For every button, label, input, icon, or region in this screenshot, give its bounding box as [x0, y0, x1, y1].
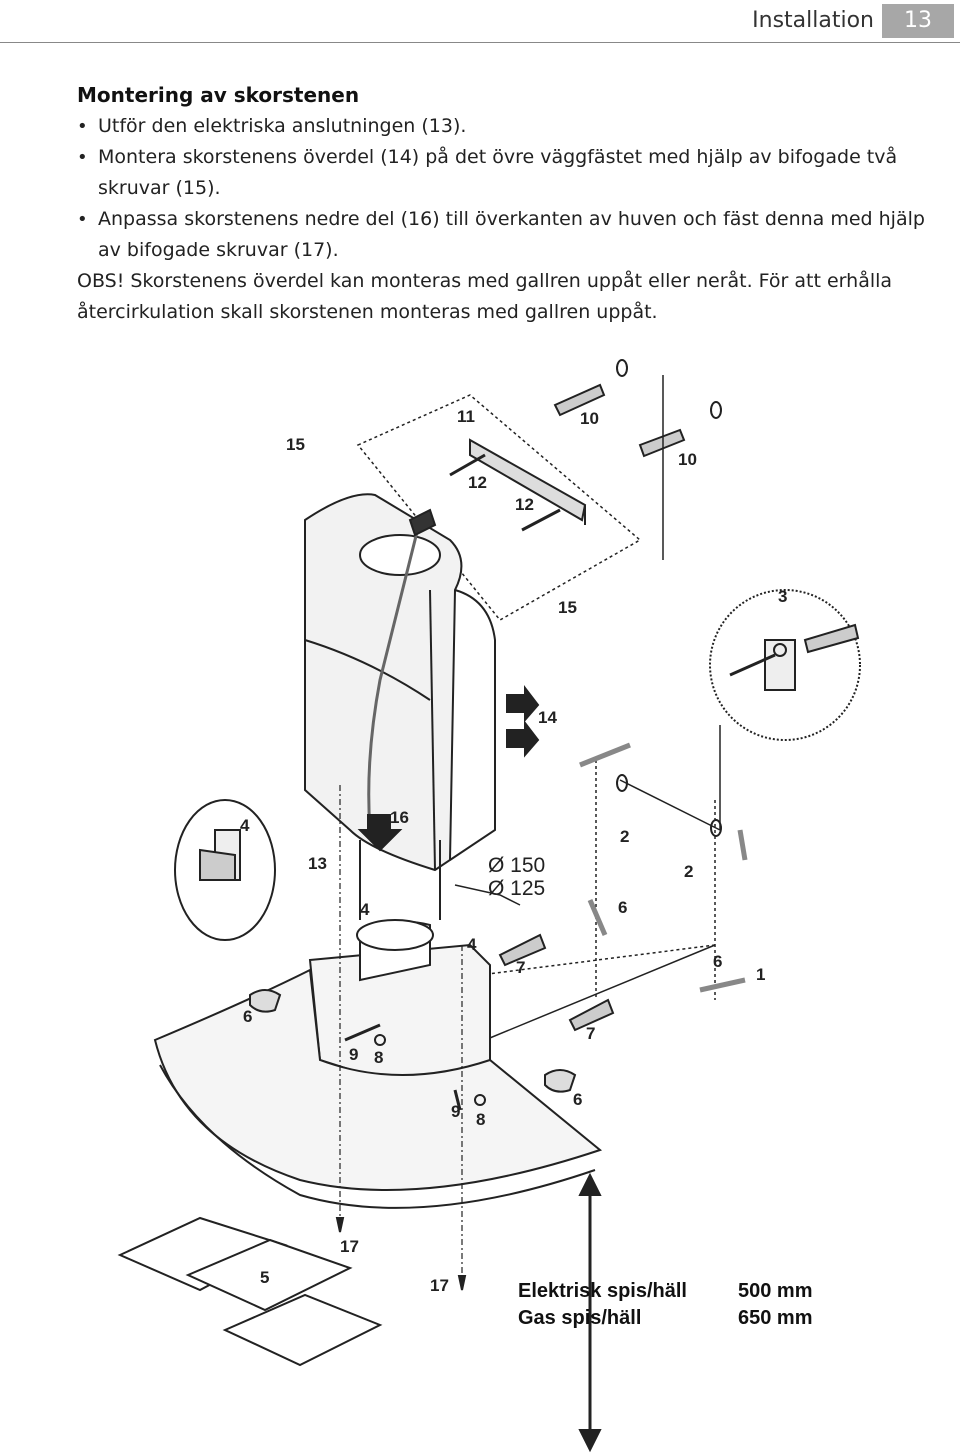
part-label: 9	[349, 1045, 358, 1064]
wall-mark	[699, 977, 746, 993]
part-label: 11	[457, 407, 475, 426]
arrow-right-icon	[506, 720, 540, 758]
chimney-upper	[304, 493, 463, 872]
hole-icon	[710, 401, 722, 419]
bracket-detail	[199, 848, 236, 881]
duct-top	[359, 534, 441, 576]
part-label: 12	[468, 473, 487, 492]
part-label: 4	[467, 935, 477, 954]
chimney-side	[449, 589, 496, 861]
screw-icon	[729, 653, 776, 677]
part-label: 4	[240, 816, 250, 835]
part-label: 1	[756, 965, 765, 984]
page-header: Installation 13	[0, 0, 960, 42]
dowel-icon	[638, 428, 686, 458]
detail-circle	[709, 589, 861, 741]
part-label: 7	[516, 958, 525, 977]
filter-icon	[185, 1238, 353, 1312]
leader-line	[454, 884, 521, 906]
cable	[367, 519, 422, 831]
step-item: Montera skorstenens överdel (14) på det …	[77, 142, 952, 204]
part-label: 15	[286, 435, 305, 454]
header-rule	[0, 42, 960, 43]
part-label: 13	[308, 854, 327, 873]
plug-icon	[408, 508, 437, 537]
dowel-icon	[568, 998, 615, 1032]
steps-list: Utför den elektriska anslutningen (13). …	[77, 111, 952, 266]
hole-icon	[710, 819, 722, 837]
note-text: OBS! Skorstenens överdel kan monteras me…	[77, 270, 893, 323]
duct-sides	[359, 840, 441, 920]
wall-bracket	[469, 438, 587, 522]
part-label: 10	[678, 450, 697, 469]
dowel-icon	[498, 933, 547, 967]
arrow-up-icon	[578, 1172, 602, 1196]
arrow-down-icon	[357, 814, 403, 852]
wall-mark	[587, 899, 608, 936]
hole-icon	[616, 359, 628, 377]
step-item: Anpassa skorstenens nedre del (16) till …	[77, 204, 952, 266]
part-label: 8	[476, 1110, 485, 1129]
part-label: 14	[538, 708, 557, 727]
leader-line	[619, 779, 721, 831]
screw-icon	[344, 1023, 381, 1042]
screw-icon	[521, 508, 561, 532]
screw-icon	[335, 1217, 345, 1233]
wall-mark	[737, 829, 748, 861]
part-label: 17	[430, 1276, 449, 1295]
hole-icon	[773, 643, 787, 657]
dowel-icon	[553, 383, 606, 417]
arrow-right-icon	[506, 685, 540, 723]
chimney-edge	[429, 589, 436, 871]
hood-canopy	[153, 968, 603, 1191]
bracket-detail	[764, 639, 796, 691]
part-label: 15	[558, 598, 577, 617]
nut-icon	[374, 1034, 386, 1046]
diameter-label: Ø 150	[488, 854, 545, 877]
part-label: 6	[573, 1090, 582, 1109]
page-number: 13	[882, 4, 954, 38]
diameter-label: Ø 125	[488, 877, 545, 900]
part-label: 2	[684, 862, 693, 881]
arrow-down-icon	[578, 1429, 602, 1453]
hand-icon	[544, 1069, 577, 1093]
part-label: 6	[713, 952, 722, 971]
distance-label: Elektrisk spis/häll	[518, 1280, 687, 1302]
leader-line	[484, 944, 716, 1041]
part-label: 5	[260, 1268, 269, 1287]
hood-duct	[356, 919, 434, 951]
section-title: Montering av skorstenen	[77, 83, 360, 107]
distance-value: 650 mm	[738, 1307, 813, 1329]
part-label: 16	[390, 808, 409, 827]
filter-icon	[222, 1293, 383, 1367]
screw-icon	[449, 453, 486, 477]
hood-front	[159, 1064, 596, 1209]
step-item: Utför den elektriska anslutningen (13).	[77, 111, 952, 142]
nut-icon	[474, 1094, 486, 1106]
chimney-seam	[304, 639, 431, 701]
instructions: Montering av skorstenen Utför den elektr…	[77, 80, 952, 328]
wall-mark	[579, 742, 631, 768]
installation-diagram: 1 2 2 3 4 4 4 5 6 6 6 6 7 7 8 8 9 9 10 1…	[117, 359, 861, 1453]
part-label: 12	[515, 495, 534, 514]
part-label: 7	[586, 1024, 595, 1043]
part-label: 3	[778, 587, 787, 606]
distance-value: 500 mm	[738, 1280, 813, 1302]
part-label: 4	[360, 900, 370, 919]
part-label: 2	[620, 827, 629, 846]
screw-icon	[453, 1089, 462, 1111]
part-label: 10	[580, 409, 599, 428]
part-label: 17	[340, 1237, 359, 1256]
part-label: 8	[374, 1048, 383, 1067]
screw-icon	[457, 1275, 467, 1291]
dowel-icon	[803, 623, 860, 654]
part-label: 6	[243, 1007, 252, 1026]
hand-icon	[249, 989, 282, 1013]
part-label: 6	[618, 898, 627, 917]
hole-icon	[616, 774, 628, 792]
part-label: 9	[451, 1102, 460, 1121]
distance-label: Gas spis/häll	[518, 1307, 641, 1329]
header-title: Installation	[752, 8, 874, 33]
